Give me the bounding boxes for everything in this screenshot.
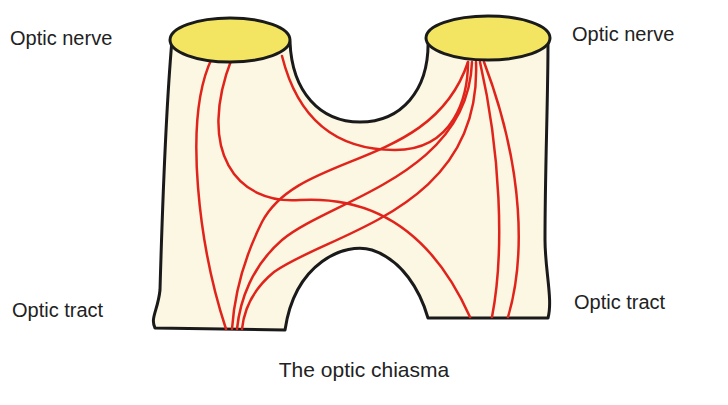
right-optic-nerve xyxy=(426,16,550,60)
part-label: Optic tract xyxy=(574,290,665,314)
part-label: Optic nerve xyxy=(10,26,112,50)
nerve-fibers xyxy=(196,56,518,329)
chiasma-outline xyxy=(153,38,549,330)
figure-caption: The optic chiasma xyxy=(0,358,728,382)
part-label: Optic tract xyxy=(12,298,103,322)
part-label: Optic nerve xyxy=(572,22,674,46)
left-optic-nerve xyxy=(170,18,290,62)
